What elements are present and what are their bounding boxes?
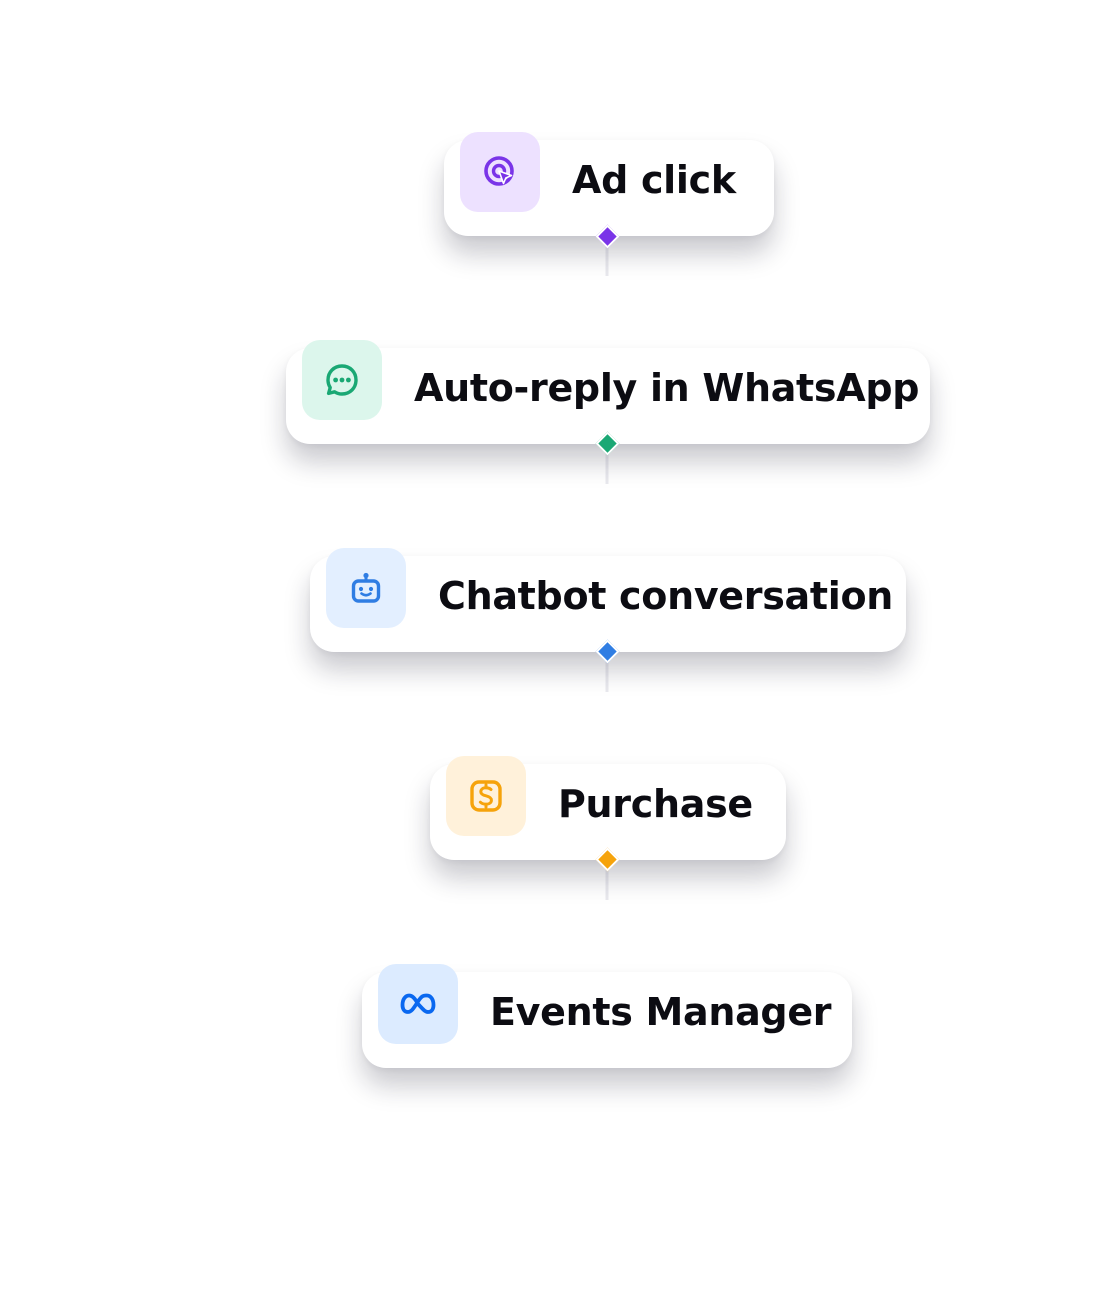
icon-box xyxy=(302,340,382,420)
icon-box xyxy=(460,132,540,212)
ad-click-icon xyxy=(480,152,520,192)
step-card-purchase: Purchase xyxy=(430,756,786,860)
icon-box xyxy=(446,756,526,836)
step-label: Auto-reply in WhatsApp xyxy=(414,366,920,410)
whatsapp-chat-icon xyxy=(322,360,362,400)
icon-box xyxy=(378,964,458,1044)
step-label: Ad click xyxy=(572,158,736,202)
connector-line xyxy=(605,236,609,276)
icon-box xyxy=(326,548,406,628)
step-label: Events Manager xyxy=(490,990,832,1034)
connector-line xyxy=(605,444,609,484)
step-card-events-manager: Events Manager xyxy=(362,964,852,1068)
meta-logo-icon xyxy=(398,984,438,1024)
step-label: Purchase xyxy=(558,782,753,826)
connector-line xyxy=(605,860,609,900)
step-card-chatbot: Chatbot conversation xyxy=(310,548,906,652)
chatbot-icon xyxy=(346,568,386,608)
step-card-auto-reply: Auto-reply in WhatsApp xyxy=(286,340,930,444)
purchase-icon xyxy=(466,776,506,816)
connector-line xyxy=(605,652,609,692)
step-label: Chatbot conversation xyxy=(438,574,894,618)
step-card-ad-click: Ad click xyxy=(444,132,774,236)
